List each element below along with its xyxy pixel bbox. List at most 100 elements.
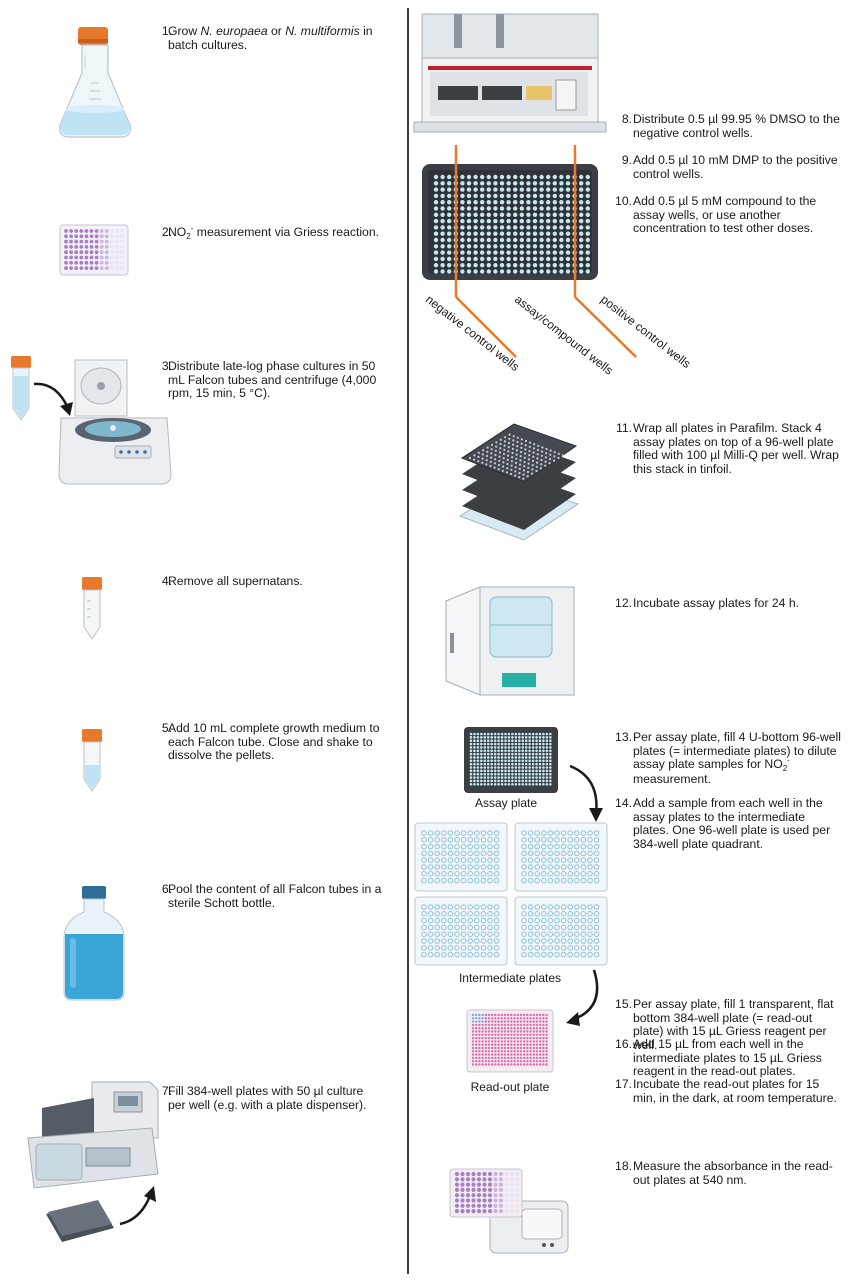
well: [565, 263, 571, 268]
well: [504, 762, 507, 766]
well: [421, 871, 427, 877]
well: [527, 877, 534, 884]
well: [480, 857, 487, 864]
well: [454, 1209, 460, 1214]
well: [544, 460, 547, 463]
well: [516, 1053, 519, 1056]
well: [554, 911, 560, 917]
well: [486, 256, 491, 262]
well: [545, 1046, 548, 1050]
well: [434, 850, 441, 857]
well: [491, 1050, 494, 1053]
well: [587, 857, 593, 864]
well: [79, 245, 84, 249]
well: [580, 864, 587, 870]
well: [473, 212, 478, 217]
well: [539, 212, 544, 217]
well: [483, 776, 487, 779]
well: [475, 1046, 478, 1050]
well: [507, 1056, 510, 1060]
well: [480, 762, 483, 766]
well: [521, 938, 527, 944]
well: [514, 736, 518, 739]
well: [466, 256, 472, 262]
well: [99, 260, 104, 265]
well: [552, 250, 557, 255]
well: [440, 237, 445, 243]
well: [497, 1060, 500, 1063]
well: [467, 850, 474, 857]
well: [441, 951, 447, 958]
well: [580, 904, 587, 910]
well: [541, 945, 547, 951]
well: [110, 260, 114, 265]
well: [532, 206, 538, 211]
well: [528, 752, 531, 756]
well: [574, 911, 580, 917]
well: [532, 218, 538, 224]
well: [523, 1017, 526, 1020]
well: [466, 225, 472, 230]
well: [500, 1046, 503, 1050]
well: [490, 456, 493, 459]
well: [534, 911, 540, 917]
well: [513, 1056, 516, 1060]
well: [507, 1050, 510, 1053]
well: [465, 1182, 471, 1187]
well: [503, 1020, 507, 1023]
well: [546, 244, 551, 249]
well: [460, 244, 465, 249]
well: [513, 174, 518, 180]
step-number: 13.: [615, 730, 632, 744]
well: [515, 453, 518, 456]
well: [526, 1046, 529, 1050]
well: [545, 736, 549, 739]
well: [513, 263, 518, 268]
well: [574, 864, 580, 870]
well: [469, 759, 473, 763]
well: [542, 1020, 545, 1023]
well: [503, 1023, 507, 1027]
well: [549, 746, 552, 749]
well: [521, 857, 527, 864]
well: [486, 250, 491, 255]
well: [524, 756, 528, 759]
well: [421, 830, 427, 836]
well: [104, 266, 109, 270]
well: [541, 911, 547, 917]
well: [441, 911, 447, 917]
well: [493, 917, 500, 924]
well: [506, 458, 509, 461]
well: [503, 1063, 507, 1066]
well: [574, 945, 580, 951]
well: [549, 766, 552, 769]
well: [427, 857, 434, 864]
well: [474, 836, 480, 843]
well: [511, 749, 514, 753]
well: [481, 1013, 484, 1017]
well: [535, 1036, 539, 1040]
well: [484, 1033, 487, 1036]
well: [507, 1013, 510, 1017]
well: [473, 458, 476, 461]
well: [441, 857, 447, 864]
well: [476, 739, 480, 742]
well: [486, 231, 491, 236]
well: [473, 732, 476, 736]
well: [481, 1030, 484, 1033]
well: [526, 1013, 529, 1017]
well: [579, 225, 584, 230]
well: [532, 1060, 535, 1063]
well: [421, 836, 427, 843]
arrow-icon: [566, 969, 599, 1026]
well: [480, 212, 485, 217]
well: [519, 200, 524, 205]
well: [534, 850, 540, 857]
well: [532, 1017, 535, 1020]
well: [531, 742, 535, 746]
well: [79, 229, 84, 233]
well: [500, 1050, 503, 1053]
well: [539, 181, 544, 186]
well: [547, 857, 554, 864]
well: [535, 1040, 539, 1043]
